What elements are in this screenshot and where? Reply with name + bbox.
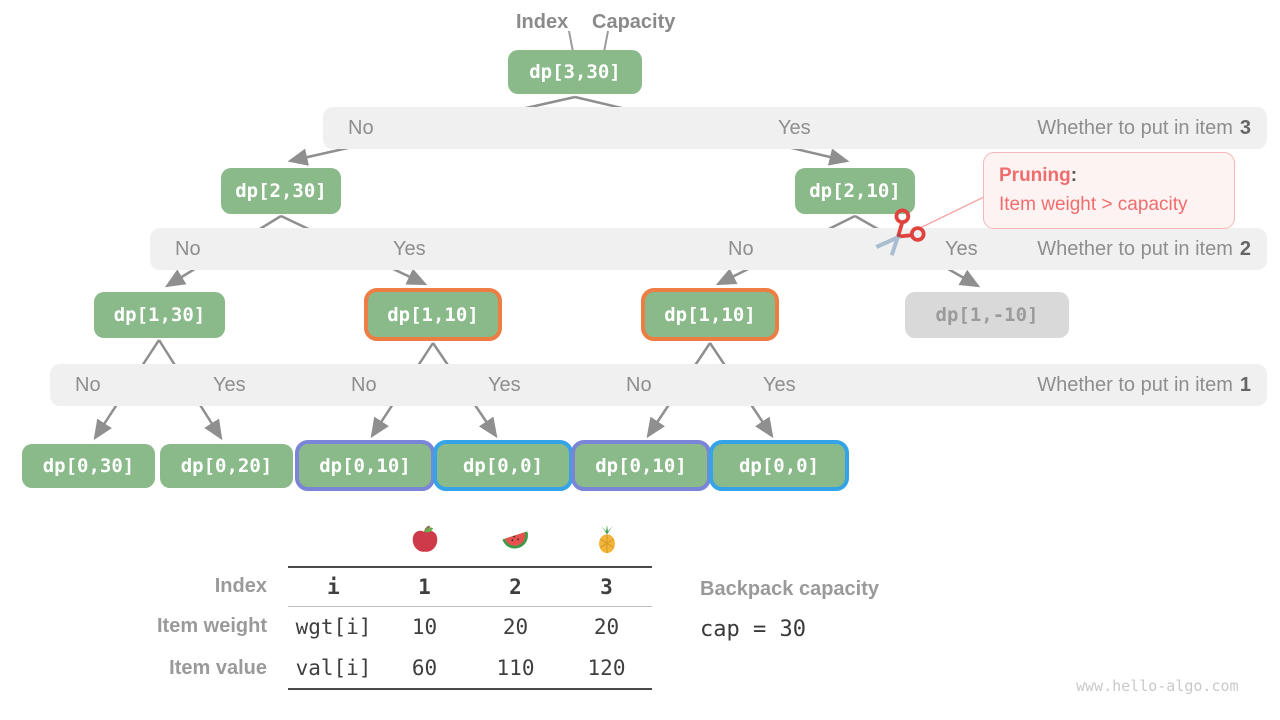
- dp-node-overlap-highlight: dp[1,10]: [641, 288, 779, 341]
- items-table: Index i 1 2 3 Item weight wgt[i] 10 20 2…: [96, 512, 652, 690]
- index-label: Index: [516, 11, 569, 33]
- decision-label: Yes: [945, 238, 978, 260]
- table-cell: 60: [379, 647, 470, 690]
- decision-label: No: [351, 374, 377, 396]
- decision-label: Yes: [763, 374, 796, 396]
- dp-node-overlap-highlight: dp[1,10]: [364, 288, 502, 341]
- decision-label: No: [175, 238, 201, 260]
- dp-node: dp[1,30]: [94, 292, 225, 338]
- decision-label: No: [626, 374, 652, 396]
- item-number: 2: [1239, 238, 1251, 260]
- row-label: Item value: [169, 657, 267, 679]
- decision-label: No: [75, 374, 101, 396]
- dp-node-overlap-highlight: dp[0,10]: [571, 440, 711, 491]
- dp-node-overlap-highlight: dp[0,10]: [295, 440, 435, 491]
- dp-node: dp[2,30]: [221, 168, 341, 214]
- table-cell: 2: [470, 566, 561, 606]
- dp-node-overlap-highlight: dp[0,0]: [709, 440, 849, 491]
- table-cell: 20: [470, 606, 561, 647]
- table-cell: 10: [379, 606, 470, 647]
- table-cell: wgt[i]: [288, 606, 379, 647]
- decision-label: Yes: [213, 374, 246, 396]
- table-cell: 1: [379, 566, 470, 606]
- pruning-callout: Pruning: Item weight > capacity: [983, 152, 1235, 229]
- item-number: 1: [1239, 374, 1251, 396]
- watermelon-icon: [470, 512, 561, 566]
- table-cell: 20: [561, 606, 652, 647]
- scissors-icon: [875, 208, 926, 256]
- item-number: 3: [1239, 117, 1251, 139]
- table-cell: i: [288, 566, 379, 606]
- pruning-title: Pruning: [999, 165, 1071, 186]
- empty-cell: [288, 512, 379, 566]
- table-cell: val[i]: [288, 647, 379, 690]
- backpack-capacity-label: Backpack capacity: [700, 578, 880, 600]
- decision-band-item-1: No Yes No Yes No Yes Whether to put in i…: [50, 364, 1267, 406]
- dp-node-overlap-highlight: dp[0,0]: [433, 440, 573, 491]
- apple-icon: [379, 512, 470, 566]
- table-cell: 110: [470, 647, 561, 690]
- row-label: Index: [214, 574, 267, 597]
- table-cell: 120: [561, 647, 652, 690]
- decision-label: Yes: [393, 238, 426, 260]
- dp-node: dp[0,30]: [22, 444, 155, 488]
- backpack-capacity-value: cap = 30: [700, 617, 806, 642]
- decision-label: Yes: [778, 117, 811, 139]
- decision-label: No: [728, 238, 754, 260]
- dp-node-root: dp[3,30]: [508, 50, 642, 94]
- row-label: Item weight: [156, 615, 267, 637]
- capacity-label: Capacity: [592, 11, 676, 33]
- table-corner: [96, 512, 288, 566]
- table-cell: 3: [561, 566, 652, 606]
- pruning-connector-line: [919, 195, 987, 229]
- dp-node: dp[0,20]: [160, 444, 293, 488]
- pineapple-icon: [561, 512, 652, 566]
- watermark: www.hello-algo.com: [1076, 677, 1239, 695]
- decision-label: No: [348, 117, 374, 139]
- dp-node-pruned: dp[1,-10]: [905, 292, 1069, 338]
- index-pointer-line: [568, 30, 574, 53]
- capacity-pointer-line: [603, 30, 609, 53]
- pruning-detail: Item weight > capacity: [999, 194, 1188, 216]
- dp-node: dp[2,10]: [795, 168, 915, 214]
- decision-label: Yes: [488, 374, 521, 396]
